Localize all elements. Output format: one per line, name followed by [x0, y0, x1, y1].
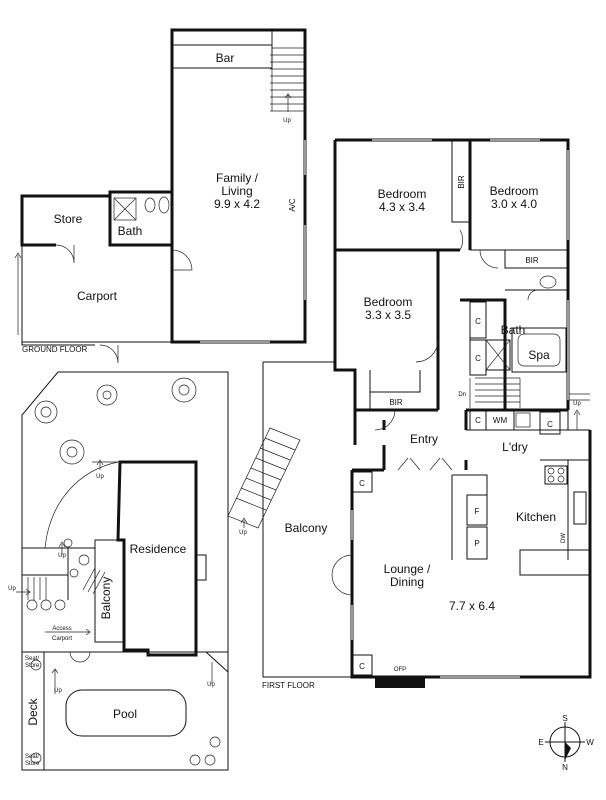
room-store: Store: [54, 212, 83, 226]
bir-2-label: BIR: [525, 256, 539, 265]
room-bedroom-3: Bedroom: [364, 295, 413, 309]
ground-floor-plan: Bar Family / Living 9.9 x 4.2 A/C Up Sto…: [14, 28, 307, 364]
room-spa: Spa: [528, 348, 550, 362]
compass-south: S: [562, 714, 567, 723]
stair-up-label: Up: [283, 118, 291, 124]
room-family-living-line2: Living: [221, 184, 252, 198]
dishwasher-label: DW: [561, 533, 567, 543]
seat-store-label: Seat/: [25, 754, 39, 760]
cupboard-label: C: [359, 662, 365, 671]
room-family-living: Family /: [216, 171, 259, 185]
room-bedroom-2: Bedroom: [490, 184, 539, 198]
room-bar: Bar: [216, 51, 235, 65]
room-bedroom-1-dim: 4.3 x 3.4: [379, 200, 425, 214]
site-residence: Residence: [130, 542, 187, 556]
site-up-label: Up: [54, 688, 62, 694]
room-carport: Carport: [77, 289, 118, 303]
room-entry: Entry: [410, 432, 438, 446]
seat-store-label: Seat/: [25, 656, 39, 662]
site-up-label: Up: [58, 553, 66, 559]
stair-up-label: Up: [573, 401, 581, 407]
cupboard-label: C: [547, 420, 553, 429]
ac-label: A/C: [288, 198, 297, 212]
site-up-label: Up: [207, 682, 215, 688]
room-first-balcony: Balcony: [285, 521, 328, 535]
site-up-label: Up: [8, 586, 16, 592]
room-kitchen: Kitchen: [516, 510, 556, 524]
site-pool: Pool: [113, 707, 137, 721]
compass-icon: S N E W: [538, 714, 594, 772]
first-floor-label: FIRST FLOOR: [262, 681, 315, 690]
wm-label: WM: [493, 416, 508, 425]
room-ground-bath: Bath: [118, 224, 143, 238]
cupboard-label: C: [475, 354, 481, 363]
room-lounge: Lounge /: [384, 562, 431, 576]
stair-down-label: Dn: [458, 392, 466, 398]
site-plan: Residence Balcony Access Carport Pool De…: [8, 371, 229, 771]
room-bedroom-1: Bedroom: [378, 187, 427, 201]
room-lounge-dim: 7.7 x 6.4: [449, 599, 495, 613]
bir-1-label: BIR: [457, 175, 466, 189]
site-deck: Deck: [26, 697, 40, 725]
compass-east: E: [538, 738, 543, 747]
first-floor-plan: Bedroom 4.3 x 3.4 BIR Bedroom 3.0 x 4.0 …: [227, 138, 592, 690]
ofp-label: OFP: [394, 667, 406, 673]
compass-west: W: [586, 738, 594, 747]
room-family-living-dim: 9.9 x 4.2: [214, 197, 260, 211]
site-up-label: Up: [96, 474, 104, 480]
seat-store-label-2: Store: [25, 663, 40, 669]
room-laundry: L'dry: [502, 440, 528, 454]
site-balcony: Balcony: [99, 577, 113, 620]
bir-3-label: BIR: [389, 398, 403, 407]
compass-north: N: [562, 763, 568, 772]
room-first-bath: Bath: [501, 323, 526, 337]
room-bedroom-2-dim: 3.0 x 4.0: [491, 197, 537, 211]
pantry-label: P: [474, 539, 479, 548]
site-carport: Carport: [52, 636, 72, 642]
ext-stair-up-label: Up: [239, 530, 247, 536]
room-dining: Dining: [390, 575, 424, 589]
fridge-label: F: [475, 507, 480, 516]
cupboard-label: C: [475, 416, 481, 425]
cupboard-label: C: [475, 317, 481, 326]
site-access: Access: [52, 626, 71, 632]
ground-floor-label: GROUND FLOOR: [22, 345, 88, 354]
room-bedroom-3-dim: 3.3 x 3.5: [365, 308, 411, 322]
cupboard-label: C: [359, 479, 365, 488]
seat-store-label-2: Store: [25, 761, 40, 767]
